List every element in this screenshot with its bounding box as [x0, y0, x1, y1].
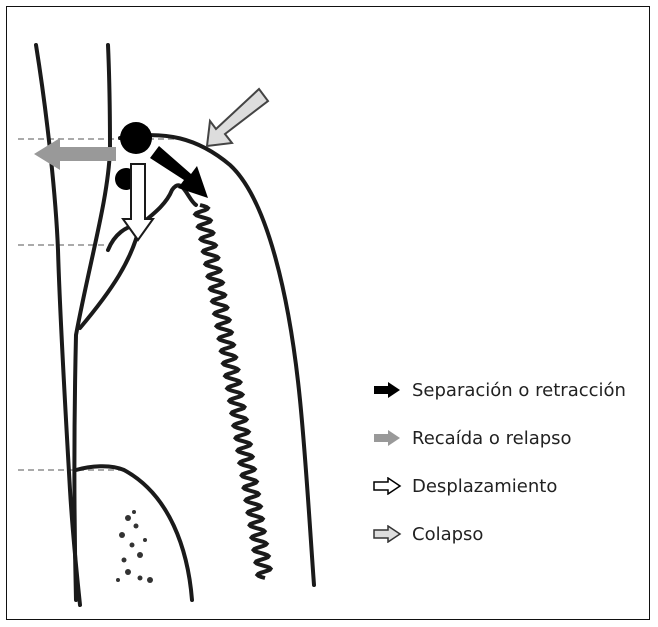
legend-item-displacement: Desplazamiento — [372, 462, 652, 510]
legend: Separación o retracción Recaída o relaps… — [372, 366, 652, 558]
wavy-ligament-line — [195, 205, 270, 578]
large-black-dot — [120, 122, 152, 154]
black-separation-arrow — [150, 146, 208, 198]
bone-crest-line — [76, 466, 192, 600]
black-arrow-icon — [372, 381, 402, 399]
legend-item-relapse: Recaída o relapso — [372, 414, 652, 462]
gray-arrow-icon — [372, 429, 402, 447]
gingiva-outline — [120, 135, 314, 585]
light-gray-arrow-icon — [372, 525, 402, 543]
legend-label: Desplazamiento — [412, 476, 557, 497]
bone-texture — [116, 510, 153, 583]
legend-item-separation: Separación o retracción — [372, 366, 652, 414]
gray-relapse-arrow — [34, 138, 116, 170]
legend-label: Recaída o relapso — [412, 428, 572, 449]
legend-label: Colapso — [412, 524, 483, 545]
legend-item-collapse: Colapso — [372, 510, 652, 558]
white-arrow-icon — [372, 477, 402, 495]
light-gray-collapse-arrow — [207, 89, 268, 146]
legend-label: Separación o retracción — [412, 380, 626, 401]
root-canal-line — [75, 45, 111, 600]
